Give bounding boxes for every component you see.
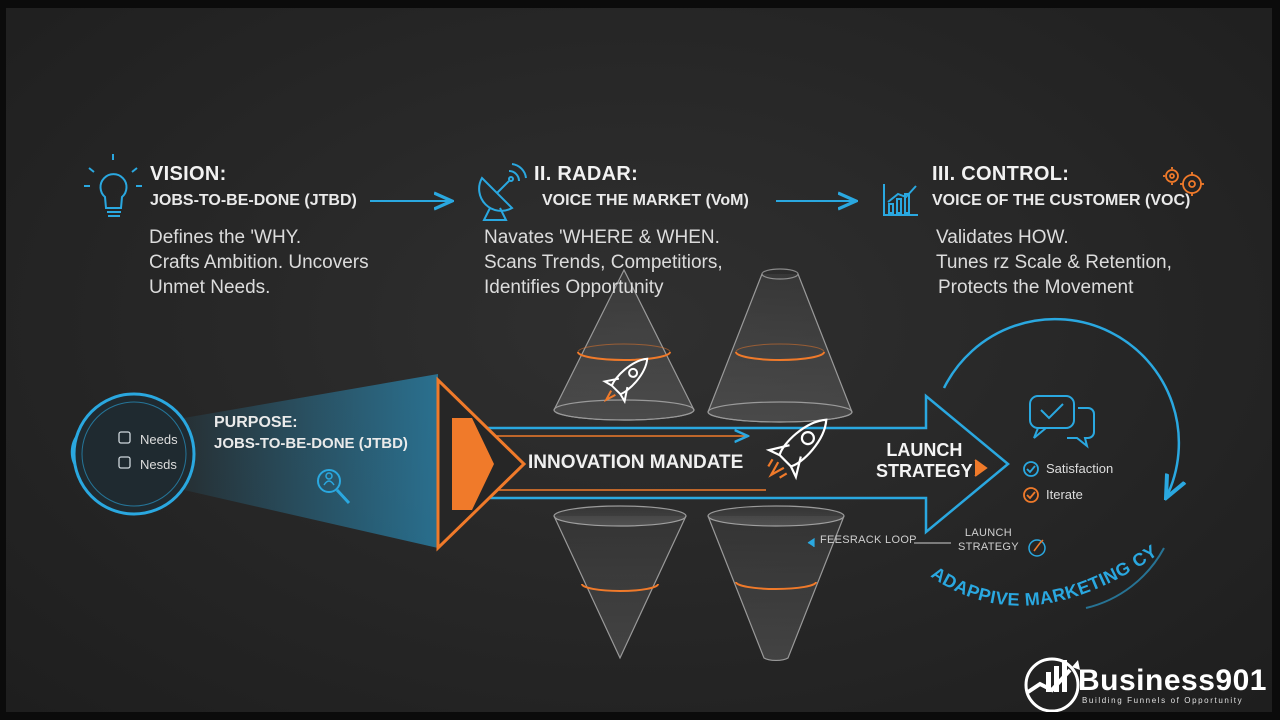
needs-item-1: Needs	[140, 432, 178, 447]
brand-tagline: Building Funnels of Opportunity	[1082, 696, 1244, 705]
cone-bottom-left	[553, 505, 687, 660]
cycle-item-iterate: Iterate	[1046, 487, 1083, 502]
rocket-icon-top	[602, 357, 649, 404]
purpose-heading: PURPOSE:	[214, 414, 298, 431]
chevron-triangle	[436, 376, 527, 552]
cycle-arc-lower	[1085, 547, 1165, 609]
launch-small-line-1: LAUNCH	[964, 527, 1012, 539]
launch-strategy-line-2: STRATEGY	[876, 461, 973, 481]
diagram-graphics	[70, 154, 1204, 712]
radar-subheading: VOICE THE MARKET (VoM)	[542, 192, 749, 209]
feedback-loop-arrow	[807, 537, 951, 547]
purpose-beam	[184, 374, 438, 548]
chat-bubbles-icon	[1029, 395, 1095, 449]
cycle-item-satisfaction: Satisfaction	[1046, 461, 1114, 476]
control-line-2: Tunes rz Scale & Retention,	[936, 252, 1172, 273]
satellite-dish-icon	[478, 163, 527, 221]
launch-strategy-small: LAUNCH STRATEGY	[958, 526, 1019, 554]
magnifier-icon	[317, 469, 351, 505]
launch-strategy-label: LAUNCH STRATEGY	[876, 440, 973, 482]
control-line-3: Protects the Movement	[938, 277, 1134, 298]
gears-icon	[1163, 167, 1204, 196]
innovation-mandate-label: INNOVATION MANDATE	[528, 452, 744, 473]
lightbulb-icon	[84, 154, 142, 217]
vision-heading: VISION:	[150, 163, 227, 185]
vision-line-3: Unmet Needs.	[149, 277, 271, 298]
radar-heading: II. RADAR:	[534, 163, 639, 185]
brand-logo-icon	[1024, 657, 1080, 712]
cone-top-right	[707, 268, 853, 423]
satisfaction-check-icon	[1023, 461, 1039, 477]
diagram-canvas: VISION: JOBS-TO-BE-DONE (JTBD) Defines t…	[6, 8, 1272, 712]
control-heading: III. CONTROL:	[932, 163, 1070, 185]
cycle-arc-label-text: ADAPPIVE MARKETING CYCLE	[6, 8, 1161, 610]
vision-line-2: Crafts Ambition. Uncovers	[149, 252, 369, 273]
launch-chevron-icon	[974, 459, 988, 477]
control-subheading: VOICE OF THE CUSTOMER (VOC)	[932, 192, 1191, 209]
brand-name: Business901	[1078, 664, 1267, 697]
radar-line-3: Identifies Opportunity	[484, 277, 664, 298]
innovation-arrow	[486, 393, 1010, 535]
iterate-check-icon	[1023, 487, 1039, 503]
cycle-arc-label: ADAPPIVE MARKETING CYCLE	[6, 8, 1161, 610]
cone-bottom-right	[707, 505, 845, 662]
rocket-icon-main	[765, 418, 828, 481]
cycle-arc	[942, 317, 1179, 498]
needs-item-2: Nesds	[140, 457, 177, 472]
chart-bars-icon	[883, 184, 918, 216]
feedback-loop-label: FEESRACK LOOP	[820, 534, 917, 546]
radar-line-1: Navates 'WHERE & WHEN.	[484, 227, 720, 248]
needs-circle	[70, 392, 196, 516]
launch-small-line-2: STRATEGY	[958, 541, 1019, 553]
launch-strategy-line-1: LAUNCH	[886, 440, 963, 460]
vision-subheading: JOBS-TO-BE-DONE (JTBD)	[150, 192, 357, 209]
vision-line-1: Defines the 'WHY.	[149, 227, 302, 248]
radar-line-2: Scans Trends, Competitiors,	[484, 252, 723, 273]
cycle-arc-label-layer: ADAPPIVE MARKETING CYCLE	[6, 8, 1161, 610]
purpose-subheading: JOBS-TO-BE-DONE (JTBD)	[214, 435, 408, 452]
control-line-1: Validates HOW.	[936, 227, 1069, 248]
launch-small-icon	[1028, 539, 1046, 557]
